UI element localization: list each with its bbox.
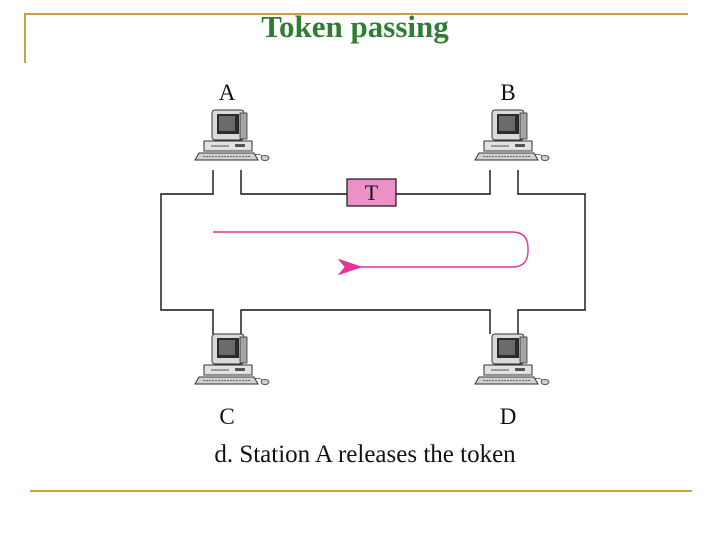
frame-top-line bbox=[24, 13, 688, 15]
frame-bottom-line bbox=[30, 490, 692, 492]
computer-d-icon bbox=[474, 333, 550, 386]
station-label-b: B bbox=[500, 80, 516, 105]
frame-left-line bbox=[24, 13, 26, 63]
token-direction-arrow bbox=[213, 231, 529, 276]
ring-cable bbox=[160, 170, 586, 334]
token-box bbox=[346, 178, 397, 207]
token-label: T bbox=[365, 180, 379, 205]
station-label-d: D bbox=[499, 404, 517, 429]
slide-title: Token passing bbox=[261, 9, 449, 44]
computer-b-icon bbox=[474, 109, 550, 162]
station-label-c: C bbox=[219, 404, 235, 429]
station-label-a: A bbox=[218, 80, 236, 105]
figure-caption: d. Station A releases the token bbox=[214, 441, 516, 468]
computer-c-icon bbox=[194, 333, 270, 386]
computer-a-icon bbox=[194, 109, 270, 162]
